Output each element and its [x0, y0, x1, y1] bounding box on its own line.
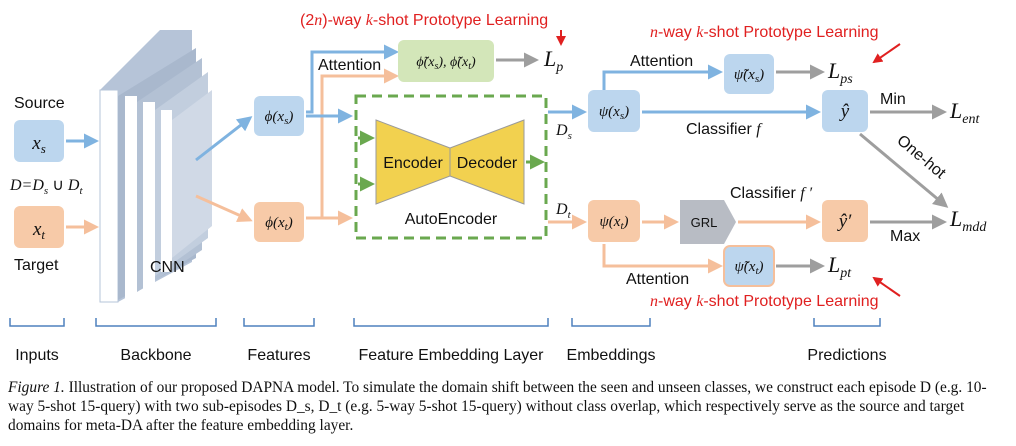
dt-label: Dt [555, 201, 572, 221]
psi-s-attention-path [602, 64, 723, 90]
yhat-label: ŷ [839, 101, 850, 122]
target-input-box [14, 206, 64, 248]
lps-label: Lps [827, 58, 853, 87]
lent-label: Lent [949, 98, 980, 127]
bracket-feature-embedding [353, 318, 549, 327]
lp-label: Lp [543, 46, 563, 75]
proto-n-bottom-title: n-way k-shot Prototype Learning [650, 293, 879, 310]
stage-label-feature-embedding: Feature Embedding Layer [359, 347, 545, 364]
source-label: Source [14, 95, 65, 112]
figure-label: Figure 1. [8, 379, 65, 396]
bracket-backbone [95, 318, 217, 327]
psi-t-attention-path [602, 244, 723, 274]
stage-label-inputs: Inputs [15, 347, 59, 364]
psi-tilde-s-box [724, 54, 774, 94]
psi-tilde-t-label: ψ̃(xt) [734, 259, 763, 277]
bracket-predictions [813, 318, 881, 327]
lmdd-label: Lmdd [949, 206, 987, 235]
stage-label-predictions: Predictions [807, 347, 886, 364]
psi-tilde-s-label: ψ̃(xs) [734, 67, 764, 85]
classifier-f2-label: Classifier f ′ [730, 185, 813, 202]
psi-s-box [588, 90, 640, 132]
one-hot-label: One-hot [893, 132, 949, 183]
psi-s-label: ψ(xs) [599, 104, 629, 122]
figure-caption: Figure 1. Illustration of our proposed D… [8, 378, 1008, 435]
cnn-label: CNN [150, 259, 185, 276]
classifier-f-label: Classifier f [686, 121, 763, 138]
proto-n-bottom-pointer [872, 276, 901, 297]
bracket-inputs [9, 318, 65, 327]
yhat-box [822, 90, 868, 132]
min-label: Min [880, 91, 906, 108]
psi-t-label: ψ(xt) [599, 214, 628, 232]
autoencoder-label: AutoEncoder [405, 211, 498, 228]
yhat2-label: ŷ′ [837, 211, 852, 232]
stage-label-backbone: Backbone [120, 347, 191, 364]
cnn-to-phi-t-arrow [195, 194, 253, 222]
attention-t-label: Attention [626, 271, 689, 288]
proto-2n-title: (2n)-way k-shot Prototype Learning [300, 12, 548, 29]
psi-tilde-t-box [723, 245, 775, 287]
proto-n-top-title: n-way k-shot Prototype Learning [650, 24, 879, 41]
encoder-label: Encoder [383, 155, 443, 172]
grl-label: GRL [691, 215, 718, 230]
target-label: Target [14, 257, 59, 274]
attention-s-label: Attention [630, 53, 693, 70]
phi-t-label: ϕ(xt) [265, 215, 292, 233]
phi-s-box [254, 96, 304, 136]
bracket-embeddings [571, 318, 651, 327]
ds-label: Ds [555, 122, 572, 142]
stage-label-embeddings: Embeddings [567, 347, 656, 364]
cnn-backbone [99, 30, 212, 303]
decoder-shape [449, 119, 525, 205]
phi-tilde-box [398, 40, 494, 82]
yhat-to-lmdd-arrow [859, 132, 949, 208]
phi-s-attention-path [306, 44, 399, 114]
proto-n-top-pointer [872, 43, 901, 64]
lpt-label: Lpt [827, 252, 852, 281]
phi-s-label: ϕ(xs) [265, 109, 294, 127]
max-label: Max [890, 228, 920, 245]
attention-top-label: Attention [318, 57, 381, 74]
grl-shape [680, 200, 736, 244]
bracket-features [243, 318, 315, 327]
autoencoder-frame [354, 94, 548, 240]
caption-text: Illustration of our proposed DAPNA model… [8, 379, 987, 434]
cnn-to-phi-s-arrow [195, 116, 253, 162]
psi-t-box [588, 200, 640, 242]
stage-brackets [9, 318, 881, 327]
source-input-box [14, 120, 64, 162]
diagram-stage: Source xs D=Ds ∪ Dt xt Target CNN ϕ(xs) … [9, 12, 987, 364]
stage-label-features: Features [247, 347, 310, 364]
dapna-diagram: Source xs D=Ds ∪ Dt xt Target CNN ϕ(xs) … [9, 12, 987, 364]
yhat2-box [822, 200, 868, 242]
phi-t-box [254, 202, 304, 242]
decoder-label: Decoder [457, 155, 518, 172]
domain-equation: D=Ds ∪ Dt [9, 177, 83, 197]
phi-tilde-label: ϕ̃(xs), ϕ̃(xt) [416, 55, 476, 72]
